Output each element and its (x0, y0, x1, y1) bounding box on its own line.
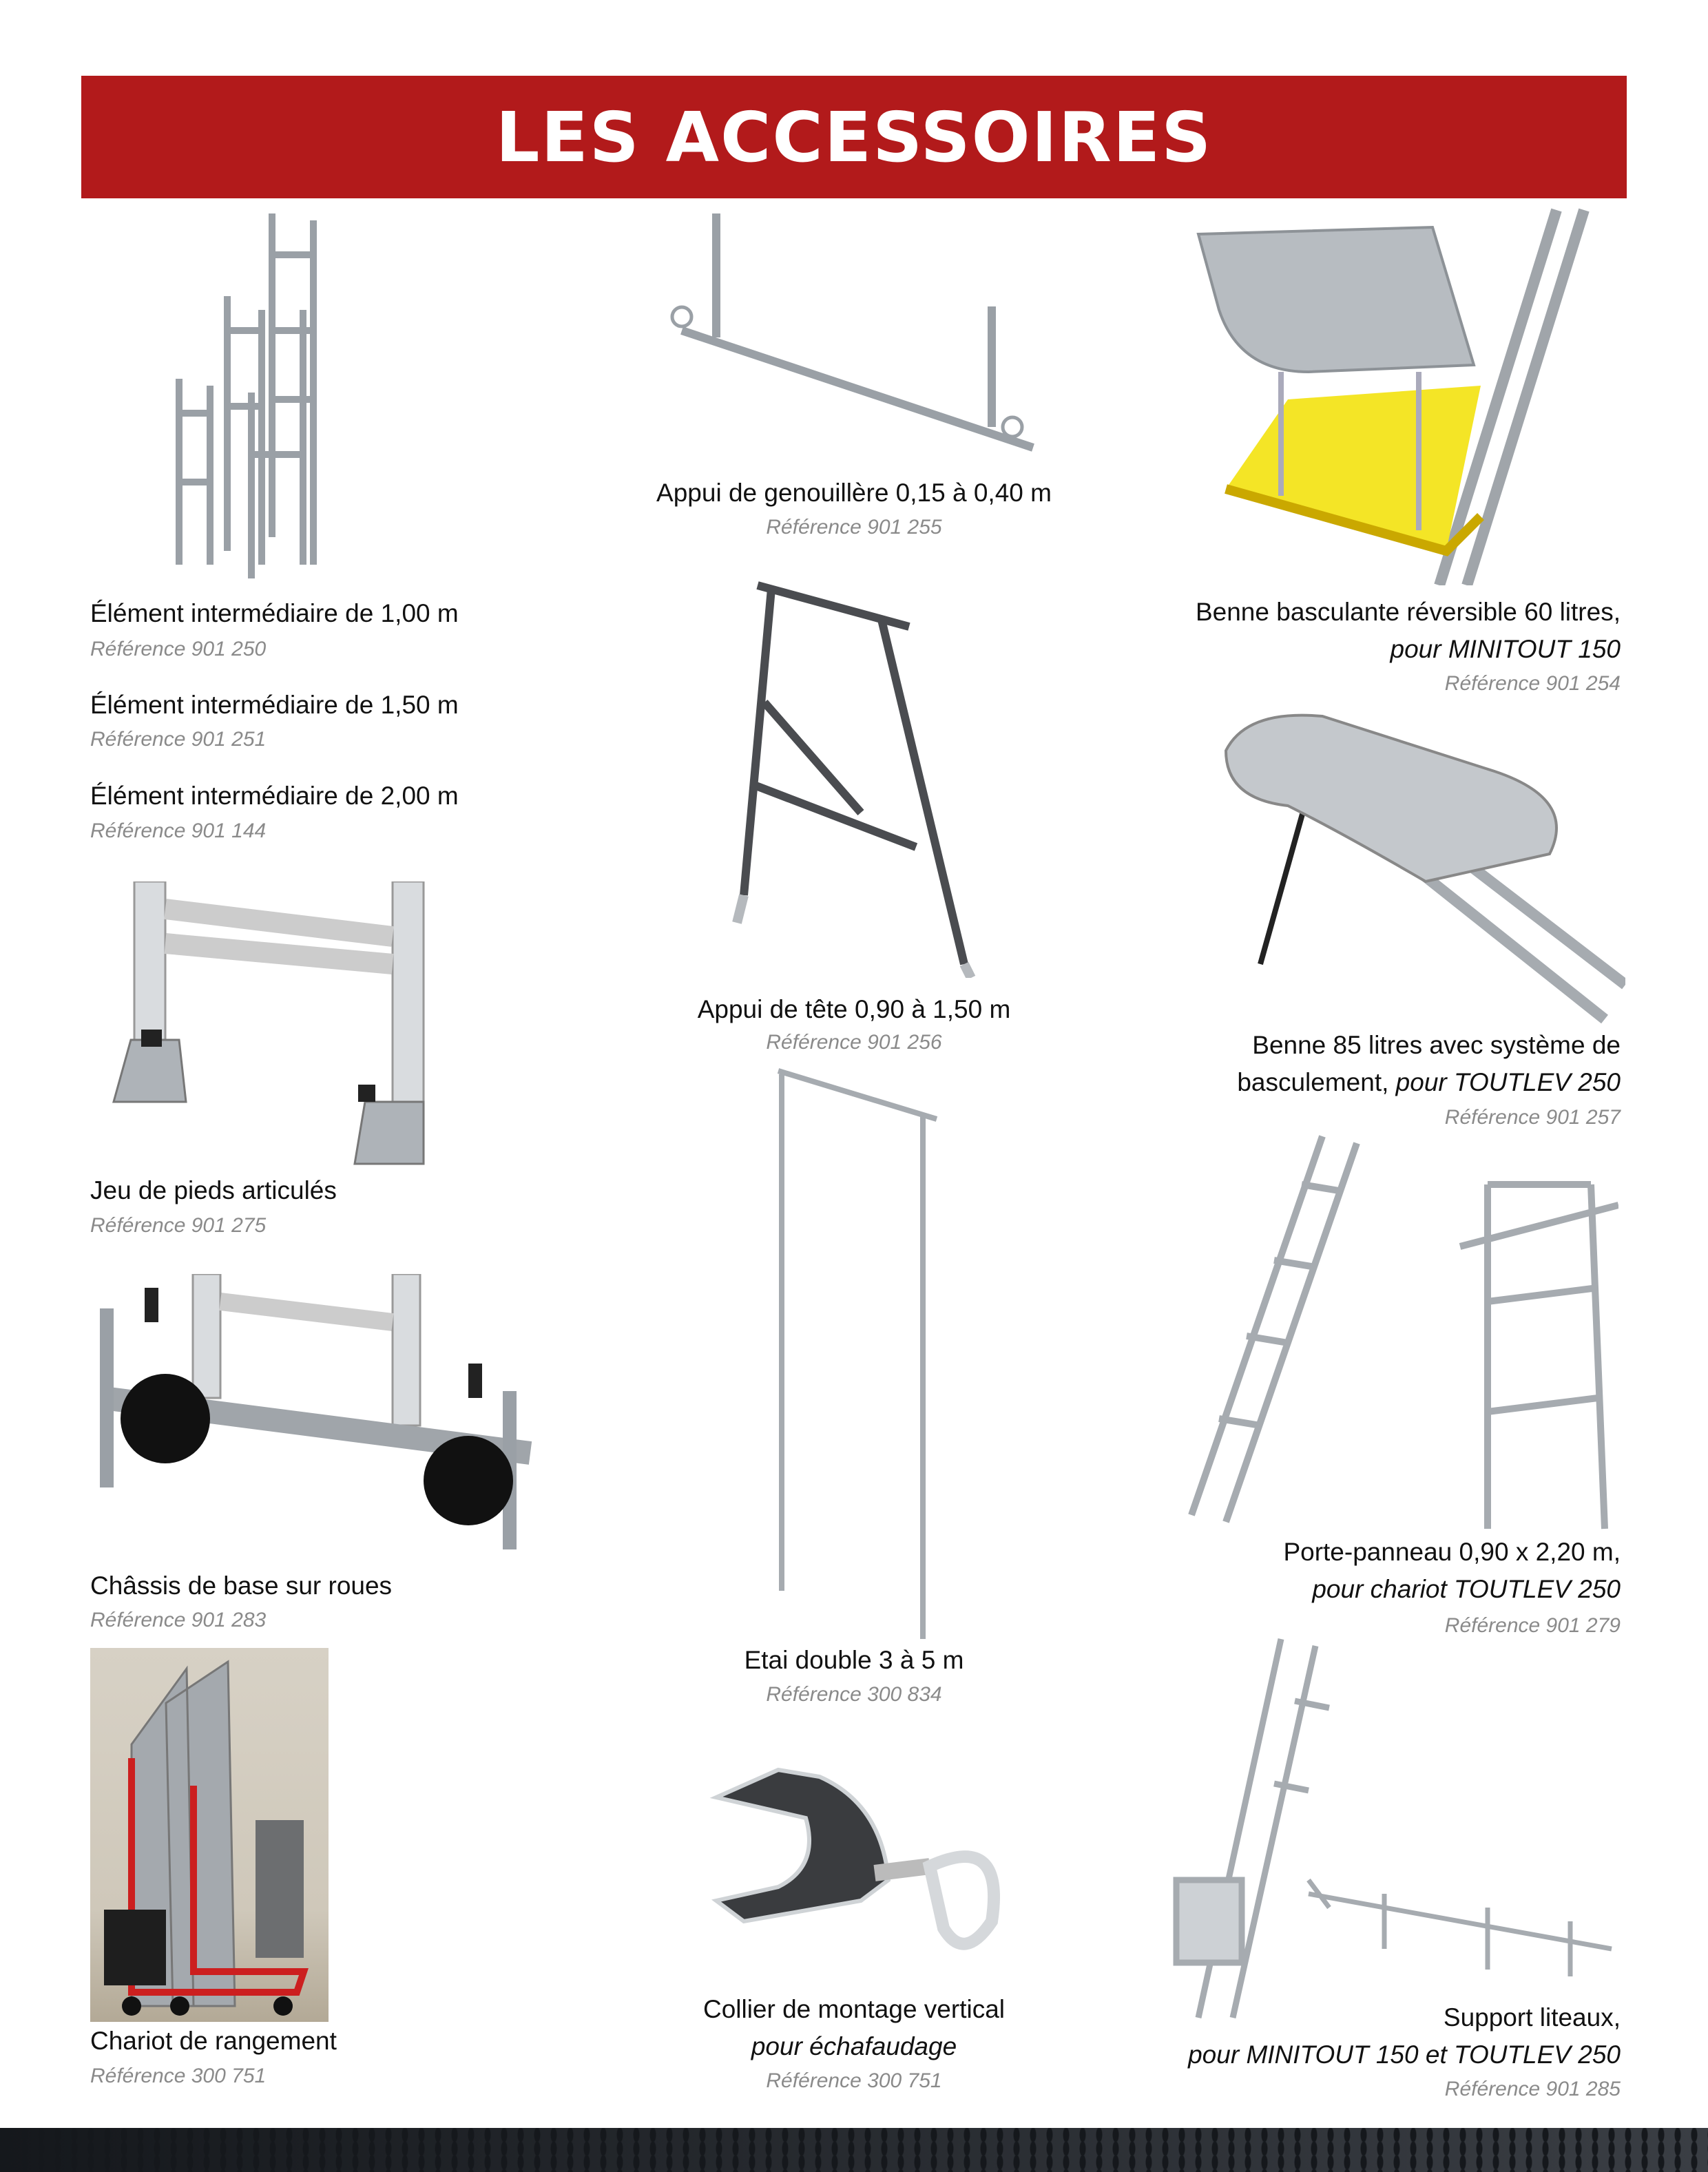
item-reference: Référence 901 254 (1444, 672, 1621, 695)
item-title-line-2: basculement, pour TOUTLEV 250 (1237, 1067, 1621, 1098)
item-reference: Référence 901 251 (90, 728, 267, 751)
title-banner: LES ACCESSOIRES (81, 76, 1627, 198)
item-title: Élément intermédiaire de 2,00 m (90, 782, 459, 810)
item-subtitle: pour chariot TOUTLEV 250 (1312, 1575, 1621, 1603)
item-reference: Référence 901 275 (90, 1214, 267, 1237)
item-title: Etai double 3 à 5 m (744, 1646, 964, 1674)
page-title: LES ACCESSOIRES (495, 96, 1213, 178)
item-title: Jeu de pieds articulés (90, 1176, 337, 1204)
item-reference: Référence 901 144 (90, 819, 267, 842)
item-title: Appui de tête 0,90 à 1,50 m (697, 995, 1011, 1023)
item-title: Appui de genouillère 0,15 à 0,40 m (656, 479, 1052, 507)
item-title: Châssis de base sur roues (90, 1571, 393, 1600)
item-title: Élément intermédiaire de 1,00 m (90, 599, 459, 627)
head-support-image (732, 581, 976, 978)
item-title: Collier de montage vertical (702, 1995, 1006, 2023)
item-subtitle: pour échafaudage (751, 2032, 957, 2060)
item-title: Benne basculante réversible 60 litres, (1195, 598, 1621, 626)
jointed-feet-image (112, 881, 425, 1165)
item-title: Élément intermédiaire de 1,50 m (90, 691, 459, 719)
batten-support-image (1173, 1638, 1612, 2018)
item-subtitle: pour MINITOUT 150 (1390, 635, 1621, 663)
item-reference: Référence 901 283 (90, 1609, 267, 1631)
tipping-bucket-85l-image (1224, 713, 1625, 1024)
item-reference: Référence 901 257 (1444, 1106, 1621, 1129)
double-prop-image (777, 1068, 938, 1639)
item-subtitle: pour TOUTLEV 250 (1395, 1068, 1621, 1096)
item-title-continued: basculement, (1237, 1068, 1396, 1096)
item-title: Support liteaux, (1443, 2003, 1621, 2032)
storage-trolley-photo (90, 1648, 329, 2022)
item-reference: Référence 901 279 (1444, 1614, 1621, 1637)
item-title: Porte-panneau 0,90 x 2,20 m, (1283, 1538, 1621, 1566)
item-reference: Référence 300 751 (766, 2069, 942, 2092)
item-title: Benne 85 litres avec système de (1252, 1031, 1621, 1059)
item-reference: Référence 901 250 (90, 638, 267, 660)
vertical-mounting-collar-image (709, 1767, 1001, 1950)
item-reference: Référence 901 256 (766, 1031, 942, 1054)
wheeled-base-frame-image (100, 1274, 532, 1549)
panel-holder-image (1188, 1135, 1618, 1529)
knee-support-image (670, 213, 1034, 452)
item-reference: Référence 901 285 (1444, 2078, 1621, 2100)
intermediate-elements-image (176, 213, 317, 578)
item-reference: Référence 300 751 (90, 2065, 267, 2087)
item-title: Chariot de rangement (90, 2027, 337, 2055)
item-subtitle: pour MINITOUT 150 et TOUTLEV 250 (1188, 2040, 1621, 2069)
item-reference: Référence 300 834 (766, 1683, 942, 1706)
footer-texture-band (0, 2128, 1708, 2172)
tipping-bucket-60l-image (1196, 208, 1590, 585)
item-reference: Référence 901 255 (766, 516, 942, 539)
